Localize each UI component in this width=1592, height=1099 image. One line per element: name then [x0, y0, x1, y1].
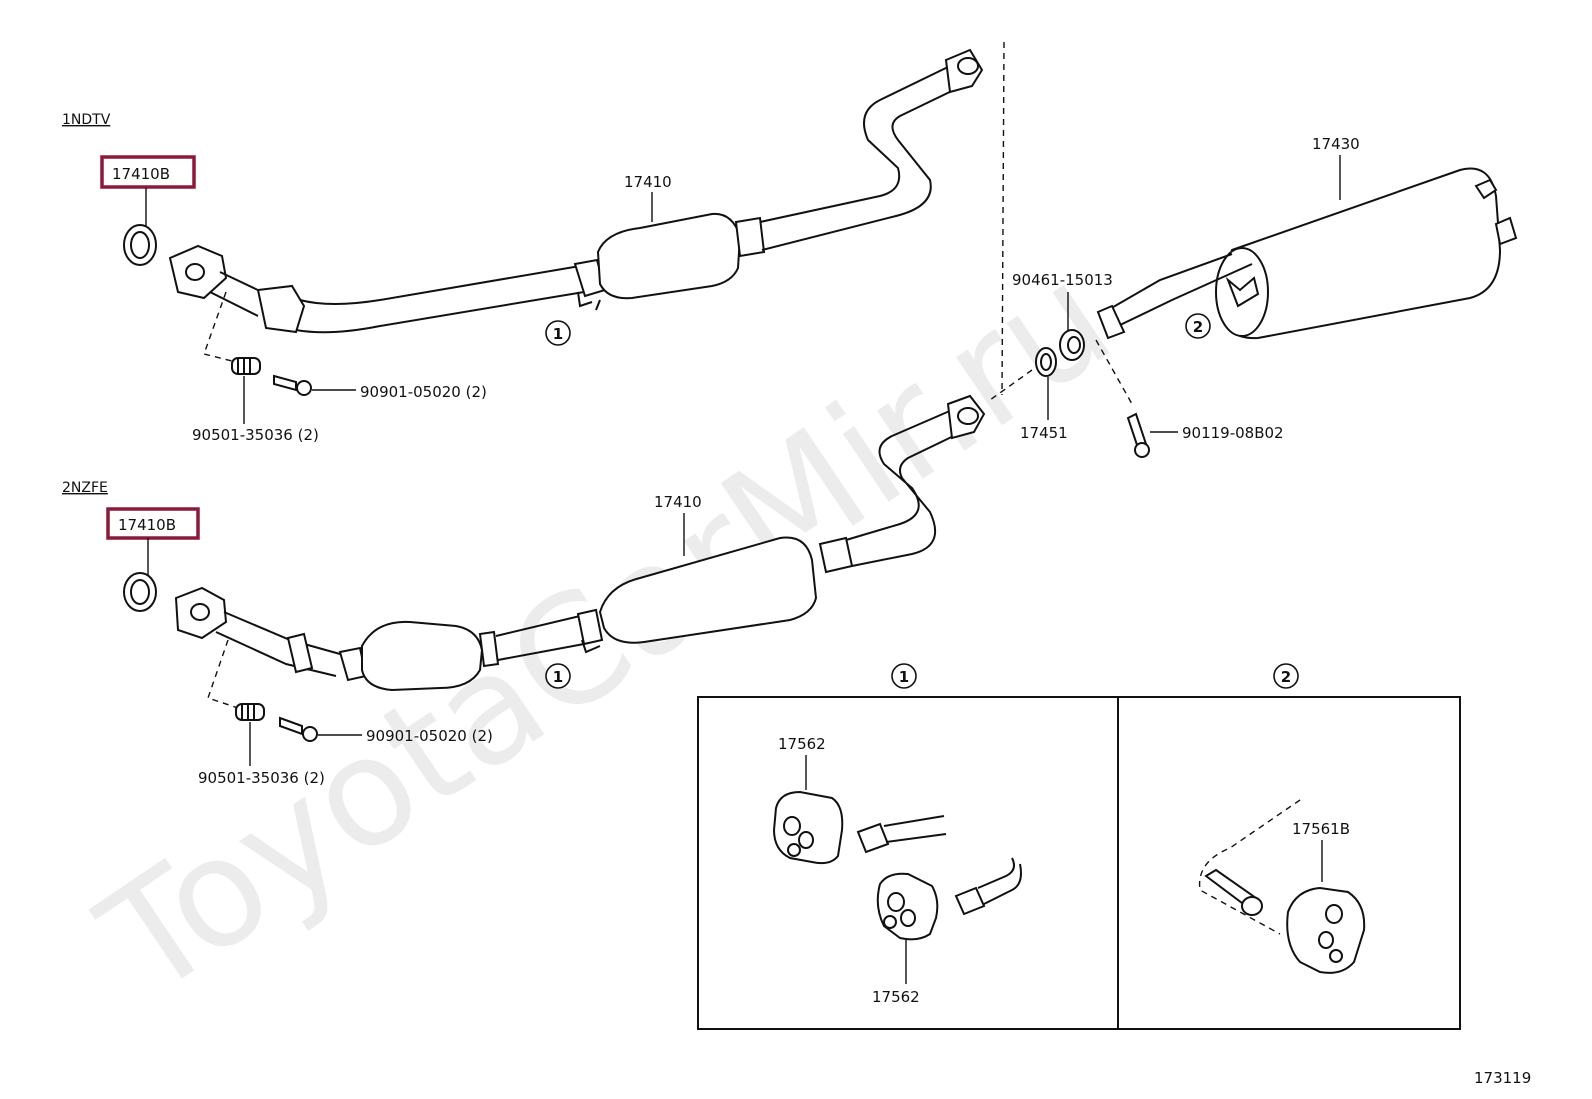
part-label-gasket-seal[interactable]: 90461-15013: [1012, 271, 1113, 289]
spring-top[interactable]: [231, 357, 261, 375]
rubber-hanger-2[interactable]: [1286, 886, 1366, 974]
figure-number: 173119: [1474, 1069, 1531, 1087]
part-label-gasket-ring[interactable]: 17451: [1020, 424, 1068, 442]
callout-2-rear: 2: [1185, 313, 1211, 339]
bolt-bottom[interactable]: [279, 716, 318, 742]
part-label-bolt-bottom[interactable]: 90901-05020 (2): [366, 727, 493, 745]
detail-frame: [697, 696, 1461, 1030]
callout-1-bottom: 1: [545, 663, 571, 689]
part-label-hanger-1a[interactable]: 17562: [778, 735, 826, 753]
muffler[interactable]: [1096, 167, 1518, 340]
part-label-hanger-2[interactable]: 17561B: [1292, 820, 1350, 838]
hanger-rod-2[interactable]: [1204, 868, 1263, 916]
gasket-seal[interactable]: [1059, 329, 1085, 361]
highlight-box-bottom: [106, 507, 200, 540]
gasket-ring-top[interactable]: [123, 224, 157, 266]
part-label-pipe-top[interactable]: 17410: [624, 173, 672, 191]
part-label-bolt-top[interactable]: 90901-05020 (2): [360, 383, 487, 401]
gasket-ring-17451[interactable]: [1035, 347, 1057, 377]
bolt-top[interactable]: [273, 374, 312, 396]
detail-callout-1: 1: [891, 663, 917, 689]
part-label-hanger-1b[interactable]: 17562: [872, 988, 920, 1006]
part-label-gasket-bottom[interactable]: 17410B: [118, 516, 176, 534]
spring-bottom[interactable]: [235, 703, 265, 721]
highlight-box-top: [100, 155, 196, 189]
bolt-rear[interactable]: [1126, 412, 1150, 458]
svg-text:1: 1: [899, 668, 909, 686]
svg-text:1: 1: [553, 325, 563, 343]
rubber-hanger-1a[interactable]: [772, 790, 844, 865]
callout-1-top: 1: [545, 320, 571, 346]
part-label-spring-bottom[interactable]: 90501-35036 (2): [198, 769, 325, 787]
engine-label-1ndtv: 1NDTV: [62, 112, 111, 128]
rubber-hanger-1b[interactable]: [876, 872, 939, 941]
gasket-ring-bottom[interactable]: [123, 572, 157, 612]
front-pipe-bottom[interactable]: [174, 394, 986, 692]
part-label-spring-top[interactable]: 90501-35036 (2): [192, 426, 319, 444]
part-label-muffler[interactable]: 17430: [1312, 135, 1360, 153]
hanger-rod-1b[interactable]: [954, 857, 1022, 916]
hanger-rod-1a[interactable]: [856, 815, 947, 854]
front-pipe-top[interactable]: [168, 48, 984, 334]
svg-text:2: 2: [1193, 318, 1203, 336]
detail-callout-2: 2: [1273, 663, 1299, 689]
svg-text:1: 1: [553, 668, 563, 686]
part-label-pipe-bottom[interactable]: 17410: [654, 493, 702, 511]
part-label-gasket-top[interactable]: 17410B: [112, 165, 170, 183]
engine-label-2nzfe: 2NZFE: [62, 480, 108, 496]
part-label-bolt-rear[interactable]: 90119-08B02: [1182, 424, 1284, 442]
svg-text:2: 2: [1281, 668, 1291, 686]
